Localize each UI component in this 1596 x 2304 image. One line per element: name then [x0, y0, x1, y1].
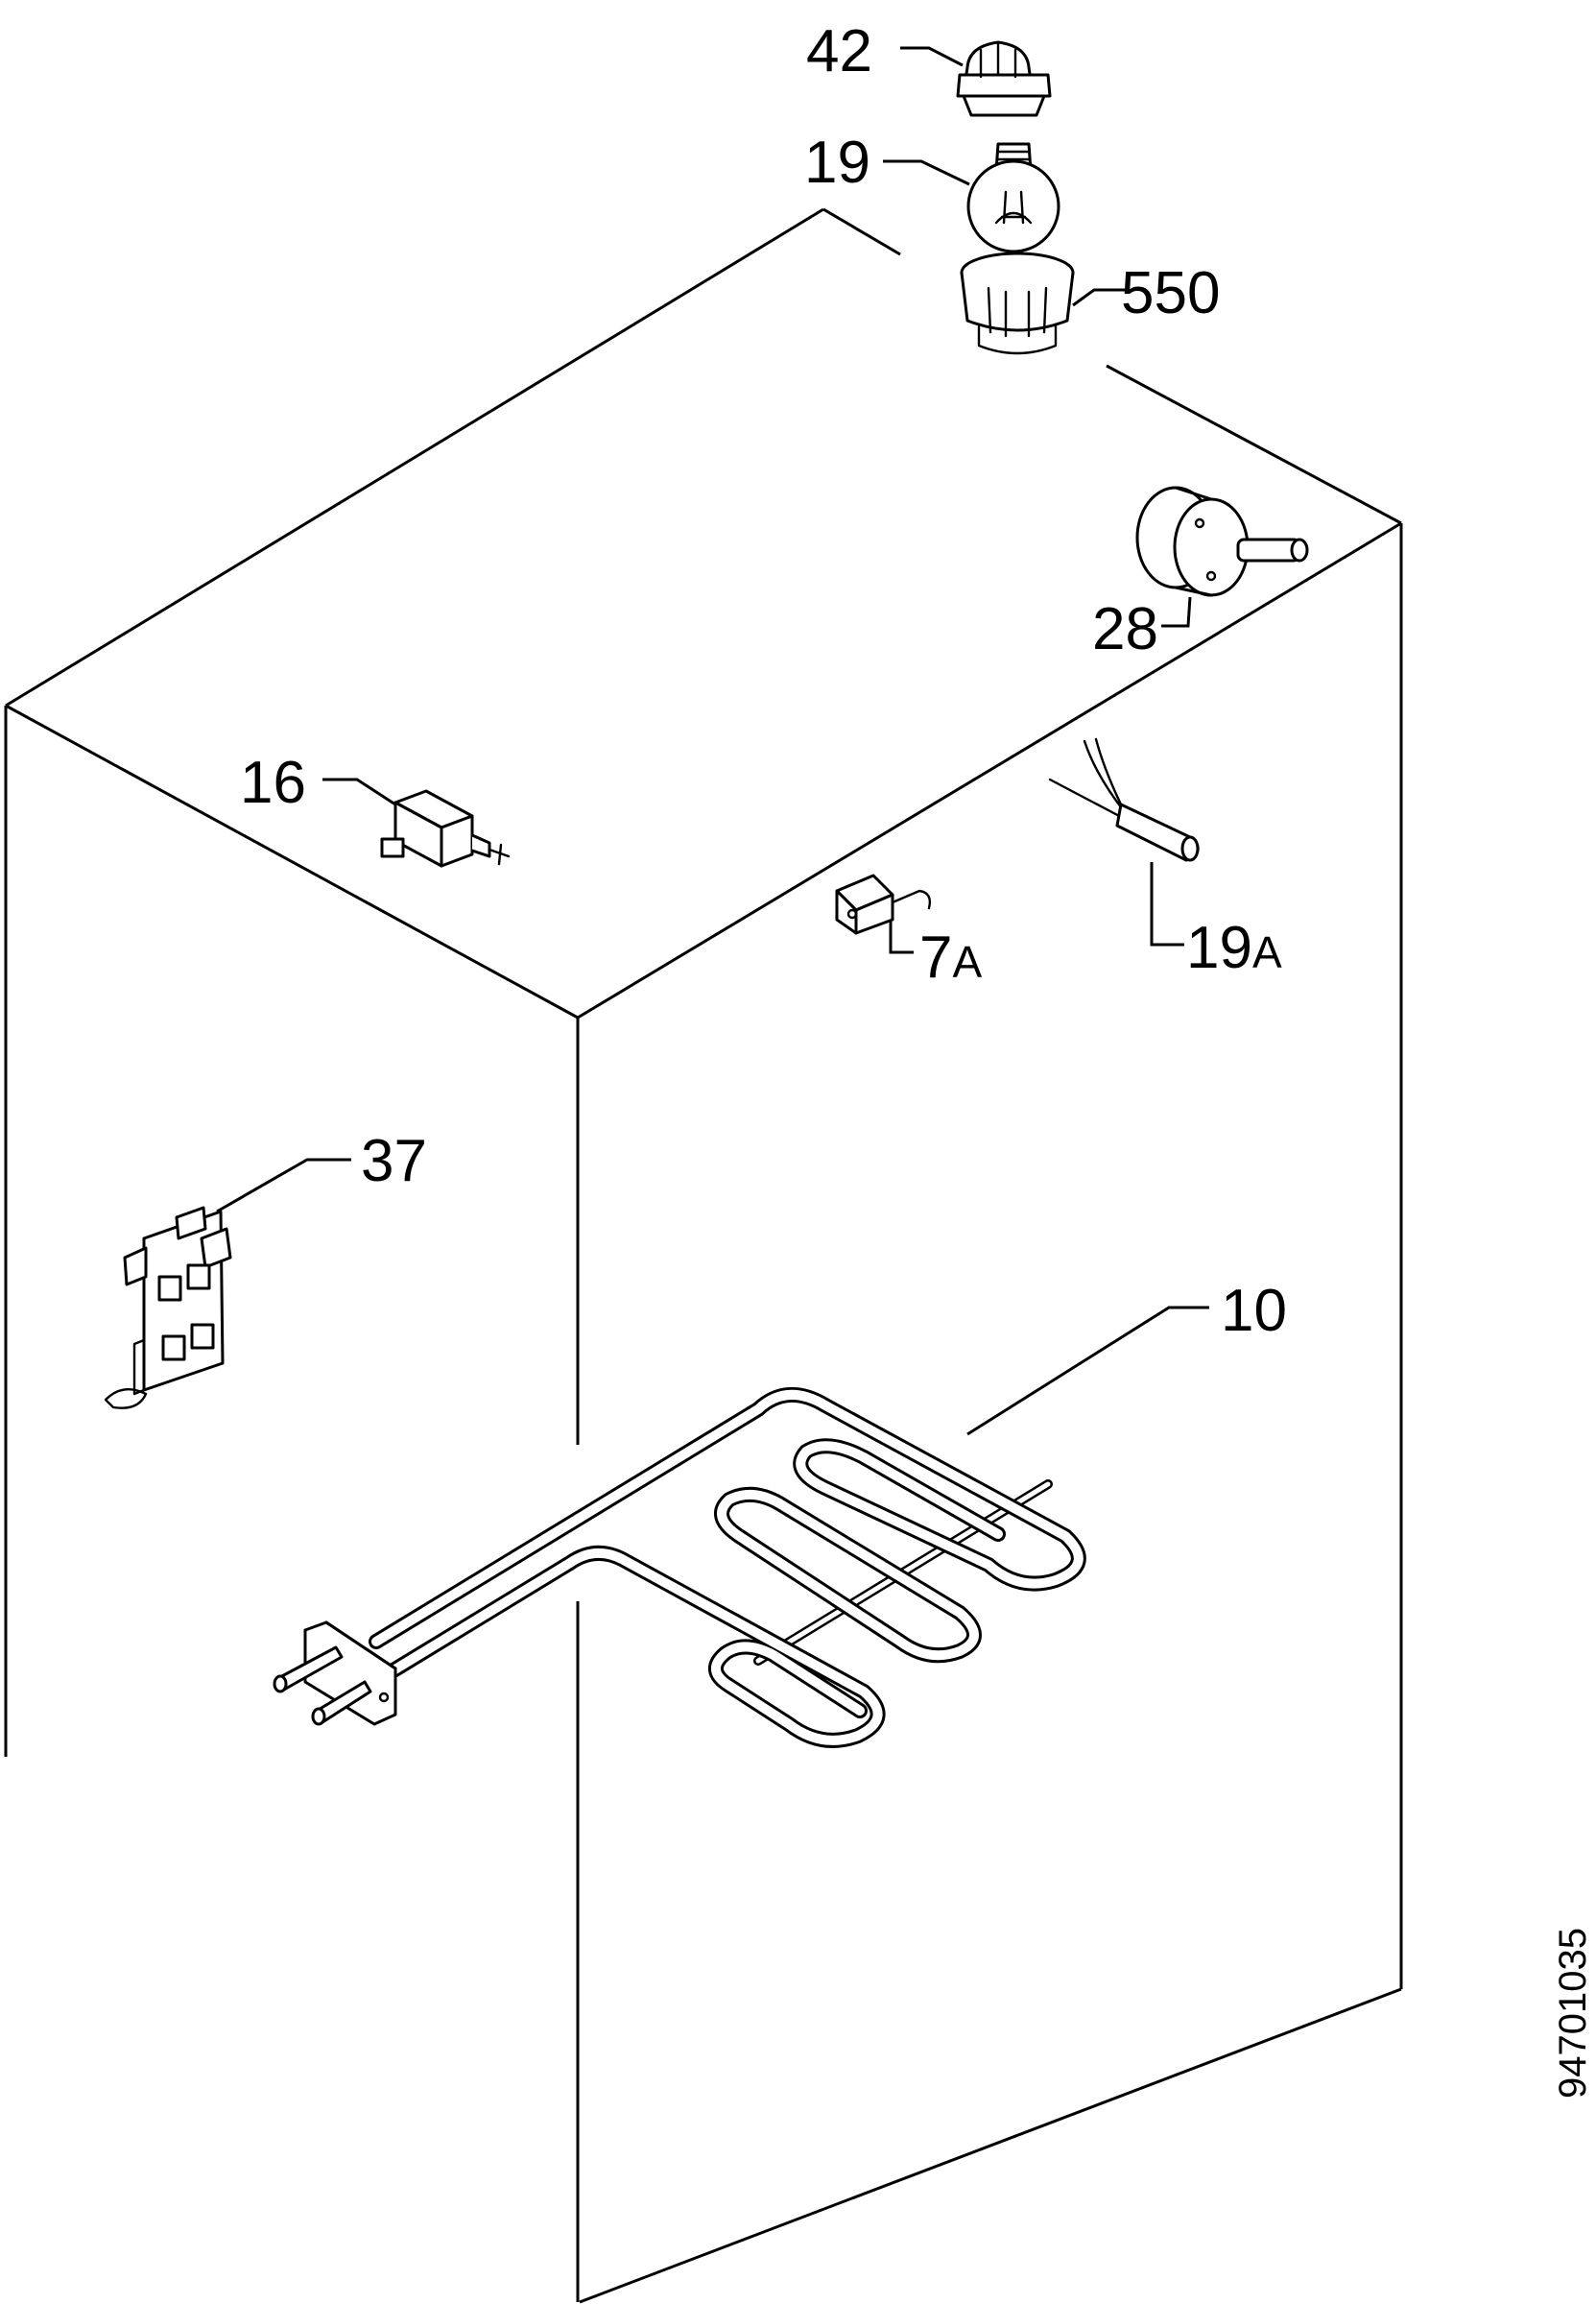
terminal-slot-d	[190, 1323, 215, 1350]
lamp-holder-part	[960, 252, 1075, 355]
leader-28	[1161, 596, 1192, 628]
lamp-cover-ridges	[979, 40, 1017, 79]
push-switch-plunger-base	[470, 833, 491, 858]
door-switch-screw	[846, 908, 858, 920]
lamp-bulb-glass	[966, 159, 1060, 253]
leader-550	[1072, 288, 1125, 307]
label-19a: 19A	[1186, 915, 1282, 981]
label-28: 28	[1092, 596, 1158, 662]
lamp-bulb-filament	[994, 190, 1033, 225]
lamp-holder-body	[960, 271, 1075, 332]
thermostat-part	[1135, 486, 1309, 597]
label-42: 42	[806, 18, 872, 84]
leader-10	[966, 1306, 1209, 1436]
box-top-back-right-edge-b	[1106, 364, 1402, 525]
terminal-slot-b	[186, 1263, 211, 1290]
thermostat-body-join	[1174, 486, 1213, 597]
sensor-wires-top	[1083, 737, 1127, 814]
sensor-probe-tip	[1180, 835, 1200, 862]
label-19a-suffix: A	[1252, 927, 1282, 977]
door-switch-lever	[891, 889, 932, 910]
terminal-block-top-tab	[175, 1206, 207, 1240]
sensor-wire-left	[1048, 778, 1125, 820]
terminal-block-clip-right	[200, 1227, 232, 1269]
leader-37	[216, 1158, 351, 1213]
leader-19	[883, 159, 970, 186]
push-switch-plunger	[488, 843, 511, 866]
lamp-holder-ribs	[987, 286, 1048, 338]
push-switch-front	[440, 814, 474, 868]
label-16: 16	[240, 750, 306, 816]
temperature-sensor-part	[1048, 737, 1200, 862]
label-550: 550	[1121, 260, 1220, 326]
terminal-slot-c	[161, 1334, 186, 1361]
thermostat-screw-b	[1205, 570, 1217, 582]
terminal-block-part	[104, 1206, 232, 1409]
door-switch-part	[835, 874, 932, 935]
door-switch-front	[854, 893, 894, 935]
lamp-holder-bottom	[977, 324, 1058, 355]
leader-7a	[889, 922, 914, 954]
terminal-block-clip-left	[123, 1246, 148, 1286]
lamp-cover-ring	[956, 73, 1052, 98]
box-bottom-right-edge	[579, 1987, 1402, 2304]
thermostat-screw-a	[1194, 517, 1205, 529]
push-switch-terminal	[380, 837, 405, 858]
leader-19a	[1150, 862, 1184, 947]
thermostat-shaft	[1236, 538, 1301, 563]
label-10: 10	[1221, 1278, 1287, 1344]
cabinet-box	[4, 207, 1403, 2304]
label-7a-suffix: A	[952, 937, 982, 987]
lamp-cover-base	[962, 94, 1046, 117]
terminal-slot-a	[157, 1275, 182, 1302]
terminal-block-bracket	[104, 1388, 148, 1409]
label-37: 37	[361, 1128, 427, 1194]
leader-16	[322, 778, 396, 806]
grill-element-part	[273, 1387, 1086, 1748]
grill-plate-screw	[378, 1692, 390, 1703]
push-switch-part	[380, 789, 511, 868]
box-top-front-right-edge	[577, 521, 1402, 1020]
lamp-cover-part	[956, 40, 1052, 117]
box-top-front-left-edge	[5, 704, 579, 1020]
label-7a: 7A	[919, 924, 982, 991]
box-top-back-left-edge	[5, 207, 824, 708]
box-top-back-right-edge-a	[822, 207, 901, 256]
document-number: 94701035	[1552, 1928, 1594, 2099]
thermostat-shaft-end	[1290, 538, 1309, 563]
label-19: 19	[804, 130, 870, 196]
lamp-bulb-part	[966, 142, 1060, 253]
label-7a-number: 7	[919, 924, 952, 991]
label-19a-number: 19	[1186, 915, 1252, 981]
terminal-block-foot	[132, 1338, 146, 1396]
leader-42	[900, 46, 964, 67]
